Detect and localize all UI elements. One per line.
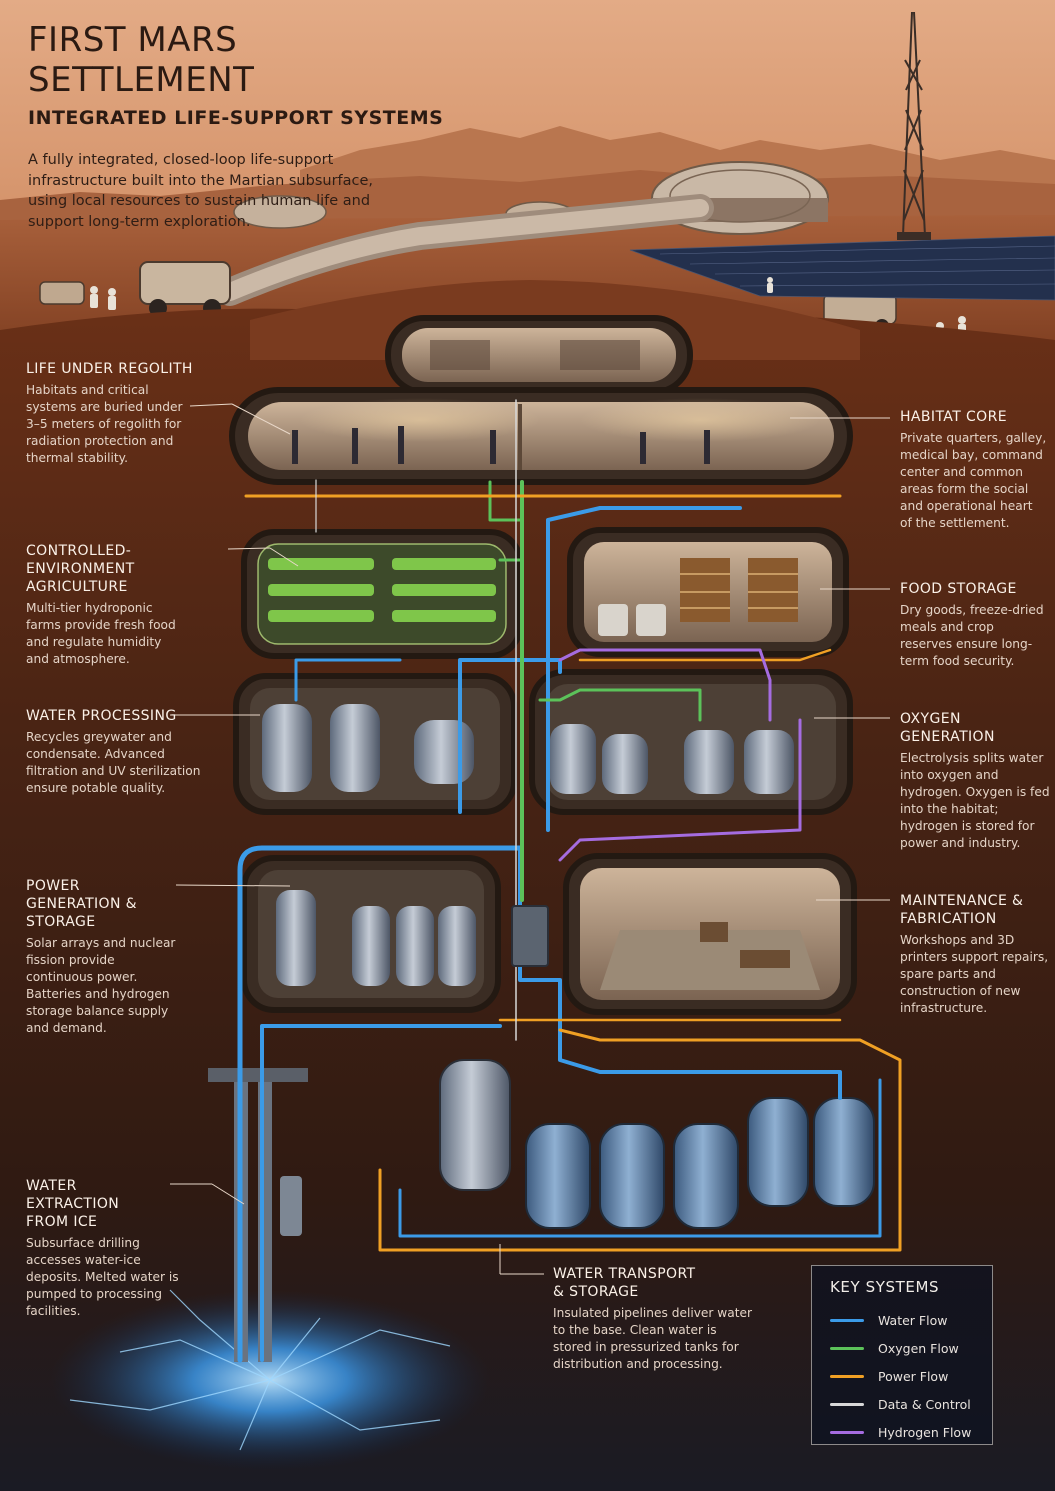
callout-agriculture: CONTROLLED-ENVIRONMENT AGRICULTURE Multi…: [26, 542, 226, 668]
callout-water-transport: WATER TRANSPORT & STORAGE Insulated pipe…: [553, 1265, 753, 1373]
callout-text: Private quarters, galley, medical bay, c…: [900, 431, 1047, 530]
legend-label: Power Flow: [878, 1368, 949, 1384]
legend-swatch: [830, 1374, 864, 1378]
page-title: FIRST MARS SETTLEMENT: [28, 20, 255, 100]
header: FIRST MARS SETTLEMENT INTEGRATED LIFE-SU…: [28, 20, 468, 232]
callout-oxygen: OXYGEN GENERATION Electrolysis splits wa…: [900, 710, 1052, 852]
legend-item-hydrogen: Hydrogen Flow: [830, 1418, 974, 1446]
legend-item-power: Power Flow: [830, 1362, 974, 1390]
callout-text: Subsurface drilling accesses water-ice d…: [26, 1236, 179, 1318]
callout-title: WATER EXTRACTION FROM ICE: [26, 1178, 120, 1230]
legend-label: Water Flow: [878, 1312, 948, 1328]
legend-item-water: Water Flow: [830, 1306, 974, 1334]
legend: KEY SYSTEMS Water Flow Oxygen Flow Power…: [811, 1265, 993, 1445]
callout-title: POWER GENERATION & STORAGE: [26, 878, 138, 930]
callout-regolith: LIFE UNDER REGOLITH Habitats and critica…: [26, 360, 198, 467]
callout-habitat: HABITAT CORE Private quarters, galley, m…: [900, 408, 1048, 532]
legend-item-oxygen: Oxygen Flow: [830, 1334, 974, 1362]
callout-text: Multi-tier hydroponic farms provide fres…: [26, 601, 176, 666]
legend-swatch: [830, 1318, 864, 1322]
legend-title: KEY SYSTEMS: [830, 1278, 940, 1296]
legend-swatch: [830, 1430, 864, 1434]
page-subtitle: INTEGRATED LIFE-SUPPORT SYSTEMS: [28, 107, 444, 129]
callout-text: Workshops and 3D printers support repair…: [900, 933, 1049, 1015]
callout-title: CONTROLLED-ENVIRONMENT AGRICULTURE: [26, 543, 135, 595]
legend-swatch: [830, 1402, 864, 1406]
callout-ice-extraction: WATER EXTRACTION FROM ICE Subsurface dri…: [26, 1177, 190, 1320]
callout-title: LIFE UNDER REGOLITH: [26, 361, 193, 377]
callout-title: MAINTENANCE & FABRICATION: [900, 893, 1024, 927]
legend-item-data: Data & Control: [830, 1390, 974, 1418]
callout-text: Insulated pipelines deliver water to the…: [553, 1306, 753, 1371]
callout-title: FOOD STORAGE: [900, 581, 1017, 597]
callout-text: Dry goods, freeze-dried meals and crop r…: [900, 603, 1044, 668]
callout-text: Electrolysis splits water into oxygen an…: [900, 751, 1050, 850]
callout-title: HABITAT CORE: [900, 409, 1007, 425]
callout-text: Habitats and critical systems are buried…: [26, 383, 183, 465]
legend-label: Data & Control: [878, 1396, 971, 1412]
callout-maintenance: MAINTENANCE & FABRICATION Workshops and …: [900, 892, 1050, 1017]
callout-water-processing: WATER PROCESSING Recycles greywater and …: [26, 707, 202, 797]
legend-label: Hydrogen Flow: [878, 1424, 972, 1440]
callout-food-storage: FOOD STORAGE Dry goods, freeze-dried mea…: [900, 580, 1048, 670]
callout-title: WATER PROCESSING: [26, 708, 177, 724]
callout-text: Solar arrays and nuclear fission provide…: [26, 936, 176, 1035]
legend-label: Oxygen Flow: [878, 1340, 959, 1356]
callout-power: POWER GENERATION & STORAGE Solar arrays …: [26, 877, 176, 1037]
intro-text: A fully integrated, closed-loop life-sup…: [28, 152, 374, 230]
callout-title: WATER TRANSPORT & STORAGE: [553, 1266, 696, 1300]
legend-swatch: [830, 1346, 864, 1350]
callout-text: Recycles greywater and condensate. Advan…: [26, 730, 201, 795]
callout-title: OXYGEN GENERATION: [900, 711, 995, 745]
